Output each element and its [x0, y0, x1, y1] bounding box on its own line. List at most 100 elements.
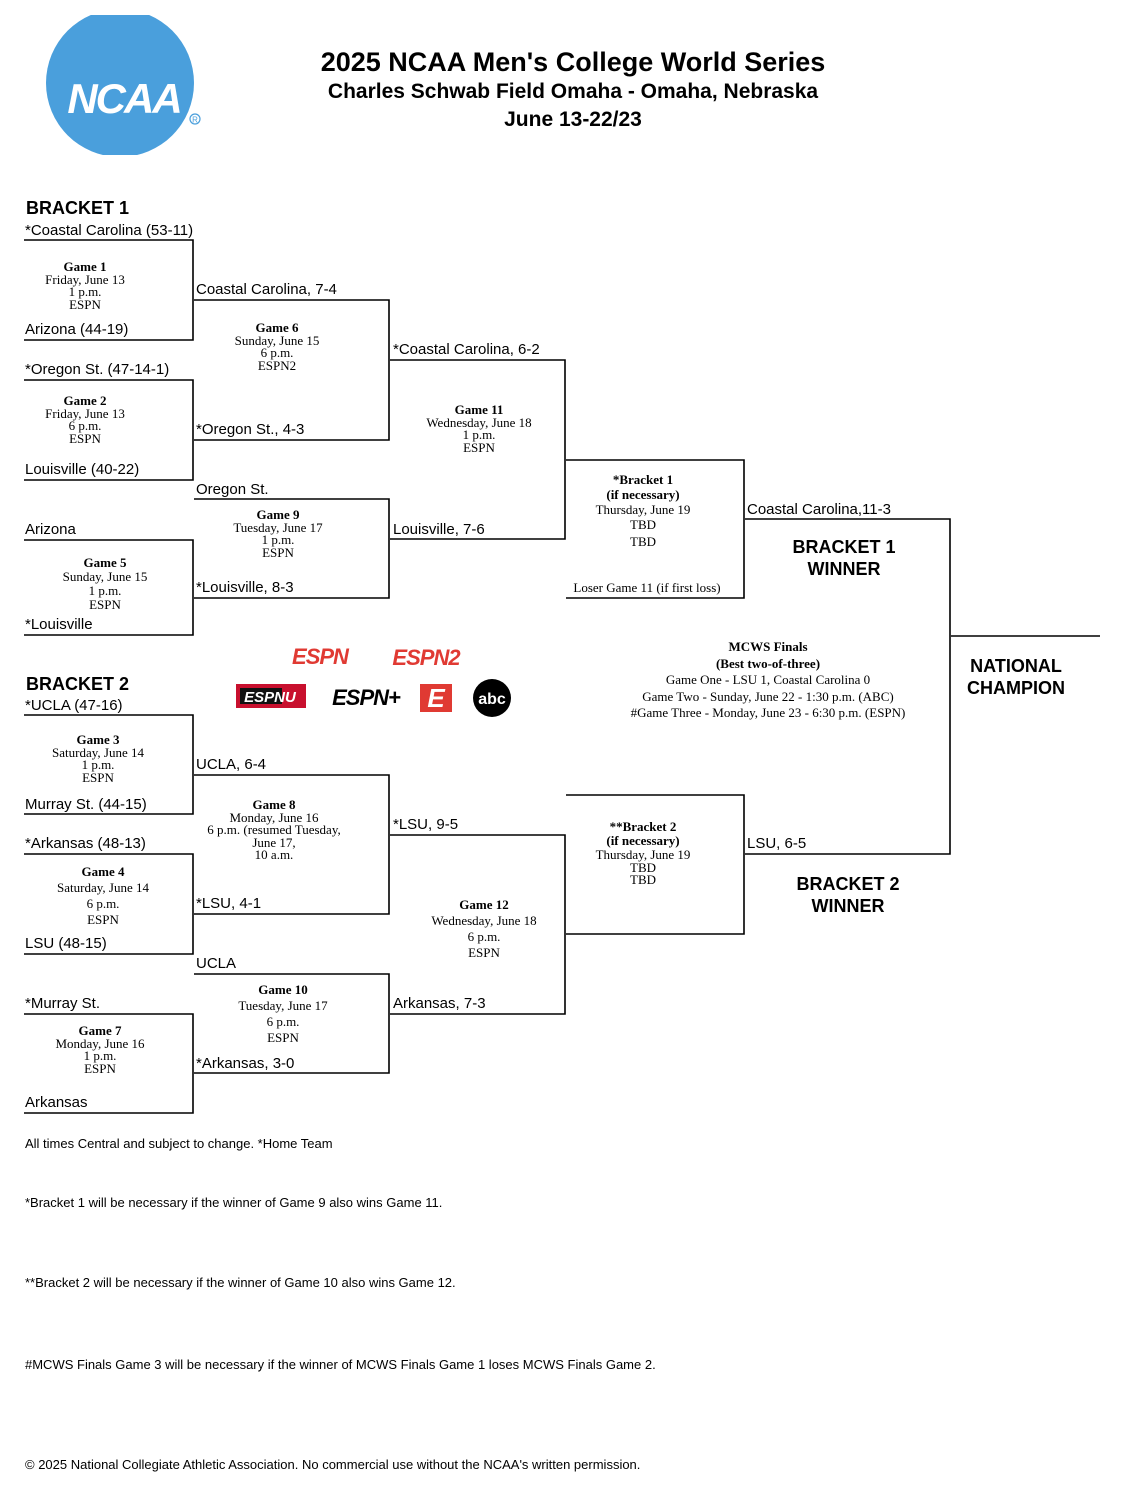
game-2-time: 6 p.m. — [68, 418, 102, 433]
game-5-date: Sunday, June 15 — [62, 569, 148, 584]
game-3-time: 1 p.m. — [81, 757, 115, 772]
game-11-info: Game 11 Wednesday, June 18 1 p.m. ESPN — [414, 402, 544, 455]
game-8-time-a: 6 p.m. (resumed Tuesday, — [207, 822, 341, 837]
national-champion-label: NATIONAL CHAMPION — [946, 655, 1086, 699]
game-1-tv: ESPN — [69, 296, 101, 312]
note-times: All times Central and subject to change.… — [25, 1136, 333, 1151]
team-arkansas-seed: *Arkansas (48-13) — [25, 835, 146, 852]
game-12-date: Wednesday, June 18 — [431, 913, 537, 928]
bracket-1-game-tv: TBD — [630, 534, 656, 549]
espn-e-logo-text: E — [427, 683, 445, 713]
team-lsu-seed: LSU (48-15) — [25, 935, 107, 952]
national-champion-line1: NATIONAL — [970, 656, 1062, 676]
game-6-title: Game 6 — [255, 320, 299, 335]
team-murray-st-g7: *Murray St. — [25, 995, 101, 1012]
espn-logo: ESPN ESPN2 ESPNU ESPN+ E — [236, 644, 462, 713]
game-7-info: Game 7 Monday, June 16 1 p.m. ESPN — [45, 1024, 155, 1076]
game-2-info: Game 2 Friday, June 13 6 p.m. ESPN — [30, 394, 140, 445]
team-louisville-seed: Louisville (40-22) — [25, 461, 140, 478]
bracket-2-winner-line1: BRACKET 2 — [796, 874, 900, 894]
national-champion-line2: CHAMPION — [967, 678, 1065, 698]
game10-winner: Arkansas, 7-3 — [393, 995, 486, 1012]
game-3-title: Game 3 — [76, 732, 120, 747]
game-11-time: 1 p.m. — [462, 427, 496, 442]
bracket-2-game-date: Thursday, June 19 — [595, 847, 691, 862]
game-11-title: Game 11 — [454, 402, 504, 417]
bracket-2-game-info: **Bracket 2 (if necessary) Thursday, Jun… — [578, 820, 708, 887]
finals-game-one: Game One - LSU 1, Coastal Carolina 0 — [665, 672, 871, 687]
game-10-tv: ESPN — [267, 1030, 299, 1045]
ncaa-logo-text: NCAA — [67, 75, 180, 122]
game-5-tv: ESPN — [89, 597, 121, 612]
game-4-info: Game 4 Saturday, June 14 6 p.m. ESPN — [48, 864, 158, 928]
game9-winner: Louisville, 7-6 — [393, 521, 485, 538]
game-6-info: Game 6 Sunday, June 15 6 p.m. ESPN2 — [217, 320, 337, 373]
team-arkansas-g7: Arkansas — [25, 1094, 88, 1111]
bracket-1-game-sub: (if necessary) — [606, 487, 680, 502]
game-3-info: Game 3 Saturday, June 14 1 p.m. ESPN — [43, 732, 153, 785]
espnu-logo-text: ESPNU — [244, 689, 297, 706]
note-bracket2: **Bracket 2 will be necessary if the win… — [25, 1275, 456, 1290]
game-12-time: 6 p.m. — [467, 929, 501, 944]
game6-winner: *Coastal Carolina, 6-2 — [393, 341, 540, 358]
game-6-tv: ESPN2 — [257, 357, 297, 373]
ncaa-logo: NCAA R — [46, 9, 206, 157]
bracket-1-winner-label: BRACKET 1 WINNER — [764, 536, 924, 580]
bracket2-winner-team: LSU, 6-5 — [747, 835, 807, 852]
game-11-date: Wednesday, June 18 — [426, 414, 532, 430]
bracket-1-game-date: Thursday, June 19 — [595, 502, 691, 517]
game-4-tv: ESPN — [87, 912, 119, 927]
game-10-date: Tuesday, June 17 — [238, 998, 328, 1013]
game-10-time: 6 p.m. — [266, 1014, 300, 1029]
game-5-info: Game 5 Sunday, June 15 1 p.m. ESPN — [45, 556, 165, 612]
game-8-info: Game 8 Monday, June 16 6 p.m. (resumed T… — [198, 798, 350, 862]
game3-winner: UCLA, 6-4 — [196, 756, 267, 773]
game-4-date: Saturday, June 14 — [57, 880, 149, 895]
game-12-tv: ESPN — [468, 945, 500, 960]
game-5-time: 1 p.m. — [88, 583, 122, 598]
game8-loser: UCLA — [196, 955, 237, 972]
venue-subtitle: Charles Schwab Field Omaha - Omaha, Nebr… — [327, 80, 819, 103]
bracket-2-game-time: TBD — [630, 860, 656, 875]
game1-winner: Coastal Carolina, 7-4 — [196, 281, 337, 298]
game-6-date: Sunday, June 15 — [234, 332, 320, 348]
game-12-title: Game 12 — [459, 897, 509, 912]
loser-game11-label: Loser Game 11 (if first loss) — [573, 580, 721, 595]
finals-title: MCWS Finals — [728, 639, 808, 654]
game-10-info: Game 10 Tuesday, June 17 6 p.m. ESPN — [218, 982, 348, 1046]
bracket-1-game-time: TBD — [630, 517, 656, 532]
game-1-title: Game 1 — [63, 259, 107, 274]
team-oregon-st-seed: *Oregon St. (47-14-1) — [25, 361, 170, 378]
team-coastal-carolina-seed: *Coastal Carolina (53-11) — [25, 222, 194, 239]
game-1-info: Game 1 Friday, June 13 1 p.m. ESPN — [30, 259, 140, 312]
game4-winner: *LSU, 4-1 — [196, 895, 262, 912]
game-7-tv: ESPN — [84, 1060, 116, 1076]
game-8-date: Monday, June 16 — [229, 809, 319, 825]
bracket-2-game-sub: (if necessary) — [606, 833, 680, 848]
network-logos: ESPN ESPN2 ESPNU ESPN+ E abc — [232, 640, 522, 720]
bracket-1-label: BRACKET 1 — [26, 198, 130, 218]
espn-logo-text: ESPN — [292, 644, 350, 669]
game-9-title: Game 9 — [256, 507, 300, 522]
game-3-tv: ESPN — [82, 769, 114, 785]
game-2-date: Friday, June 13 — [45, 405, 125, 421]
game-9-date: Tuesday, June 17 — [233, 519, 323, 535]
game8-winner: *LSU, 9-5 — [393, 816, 459, 833]
bracket-1-game-title: *Bracket 1 — [612, 472, 674, 487]
copyright: © 2025 National Collegiate Athletic Asso… — [25, 1457, 641, 1472]
game-9-tv: ESPN — [262, 544, 294, 560]
game-4-time: 6 p.m. — [86, 896, 120, 911]
game-12-info: Game 12 Wednesday, June 18 6 p.m. ESPN — [419, 897, 549, 961]
game7-winner: *Arkansas, 3-0 — [196, 1055, 295, 1072]
bracket1-winner-team: Coastal Carolina,11-3 — [747, 501, 891, 518]
bracket-1-winner-line2: WINNER — [807, 559, 881, 579]
team-arizona-seed: Arizona (44-19) — [25, 321, 129, 338]
espnplus-logo-text: ESPN+ — [332, 685, 401, 710]
game-7-date: Monday, June 16 — [55, 1035, 145, 1051]
game-9-info: Game 9 Tuesday, June 17 1 p.m. ESPN — [218, 507, 338, 560]
bracket-2-winner-label: BRACKET 2 WINNER — [768, 873, 928, 917]
team-ucla-seed: *UCLA (47-16) — [25, 697, 123, 714]
game-11-tv: ESPN — [463, 439, 495, 455]
game6-loser: Oregon St. — [196, 481, 269, 498]
